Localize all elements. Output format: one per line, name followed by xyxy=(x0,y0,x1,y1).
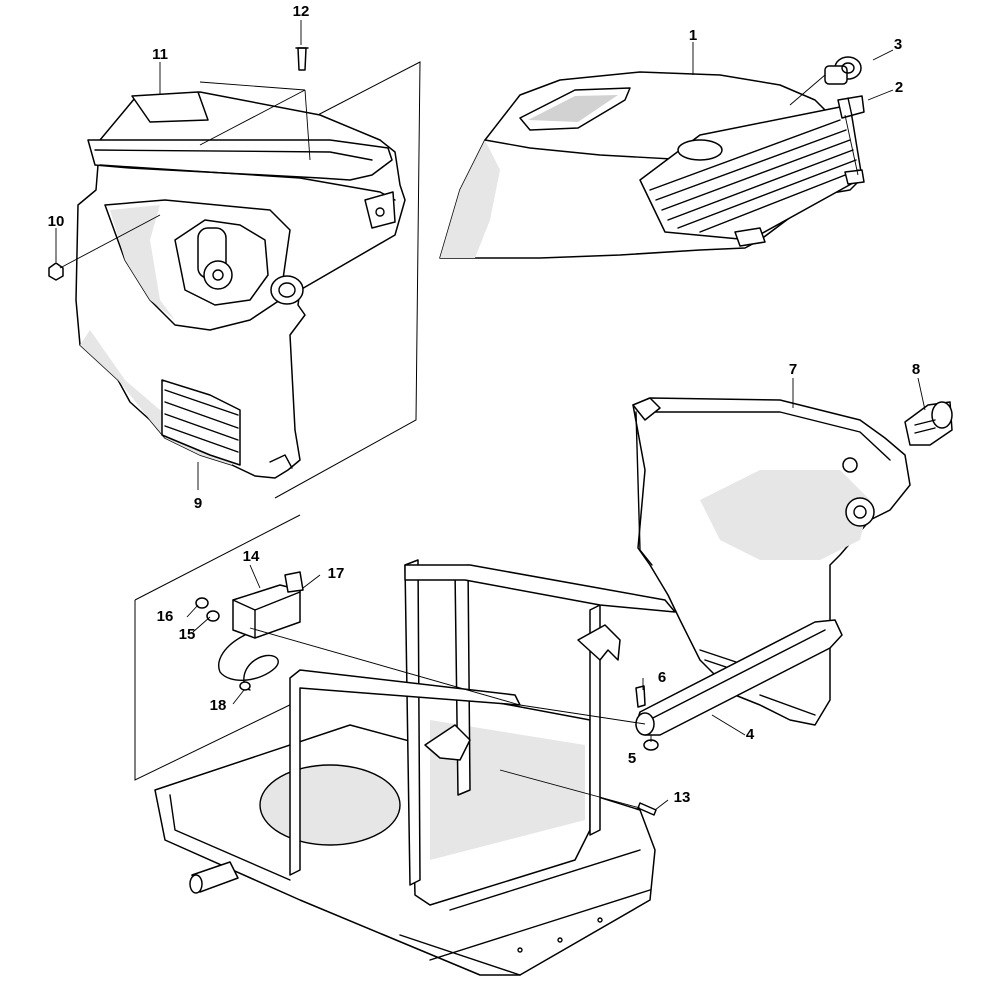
part-bushing-3 xyxy=(824,56,862,85)
callout-16: 16 xyxy=(157,608,174,625)
part-top-cover xyxy=(439,71,865,259)
part-main-frame xyxy=(154,559,676,976)
callout-1: 1 xyxy=(689,27,697,44)
callout-2: 2 xyxy=(895,79,903,96)
callout-9: 9 xyxy=(194,495,202,512)
part-control-box xyxy=(218,571,304,691)
callout-15: 15 xyxy=(179,626,196,643)
callout-14: 14 xyxy=(243,548,260,565)
callout-17: 17 xyxy=(328,565,345,582)
callout-6: 6 xyxy=(658,669,666,686)
lower-left-frame xyxy=(134,514,301,781)
callout-7: 7 xyxy=(789,361,797,378)
callout-10: 10 xyxy=(48,213,65,230)
part-clip-2 xyxy=(837,95,865,119)
callout-4: 4 xyxy=(746,726,755,743)
leader-lines xyxy=(55,20,926,811)
fasteners xyxy=(48,47,659,816)
part-rear-housing xyxy=(75,91,406,479)
callout-18: 18 xyxy=(210,697,227,714)
part-side-housing xyxy=(632,397,911,726)
part-cap-8 xyxy=(904,401,953,446)
callout-11: 11 xyxy=(152,46,168,63)
callout-5: 5 xyxy=(628,750,636,767)
callout-8: 8 xyxy=(912,361,920,378)
callout-3: 3 xyxy=(894,36,902,53)
callout-13: 13 xyxy=(674,789,691,806)
callout-12: 12 xyxy=(293,3,310,20)
callouts: 1 2 3 4 5 6 7 8 9 10 11 12 13 14 15 16 1… xyxy=(48,3,921,806)
